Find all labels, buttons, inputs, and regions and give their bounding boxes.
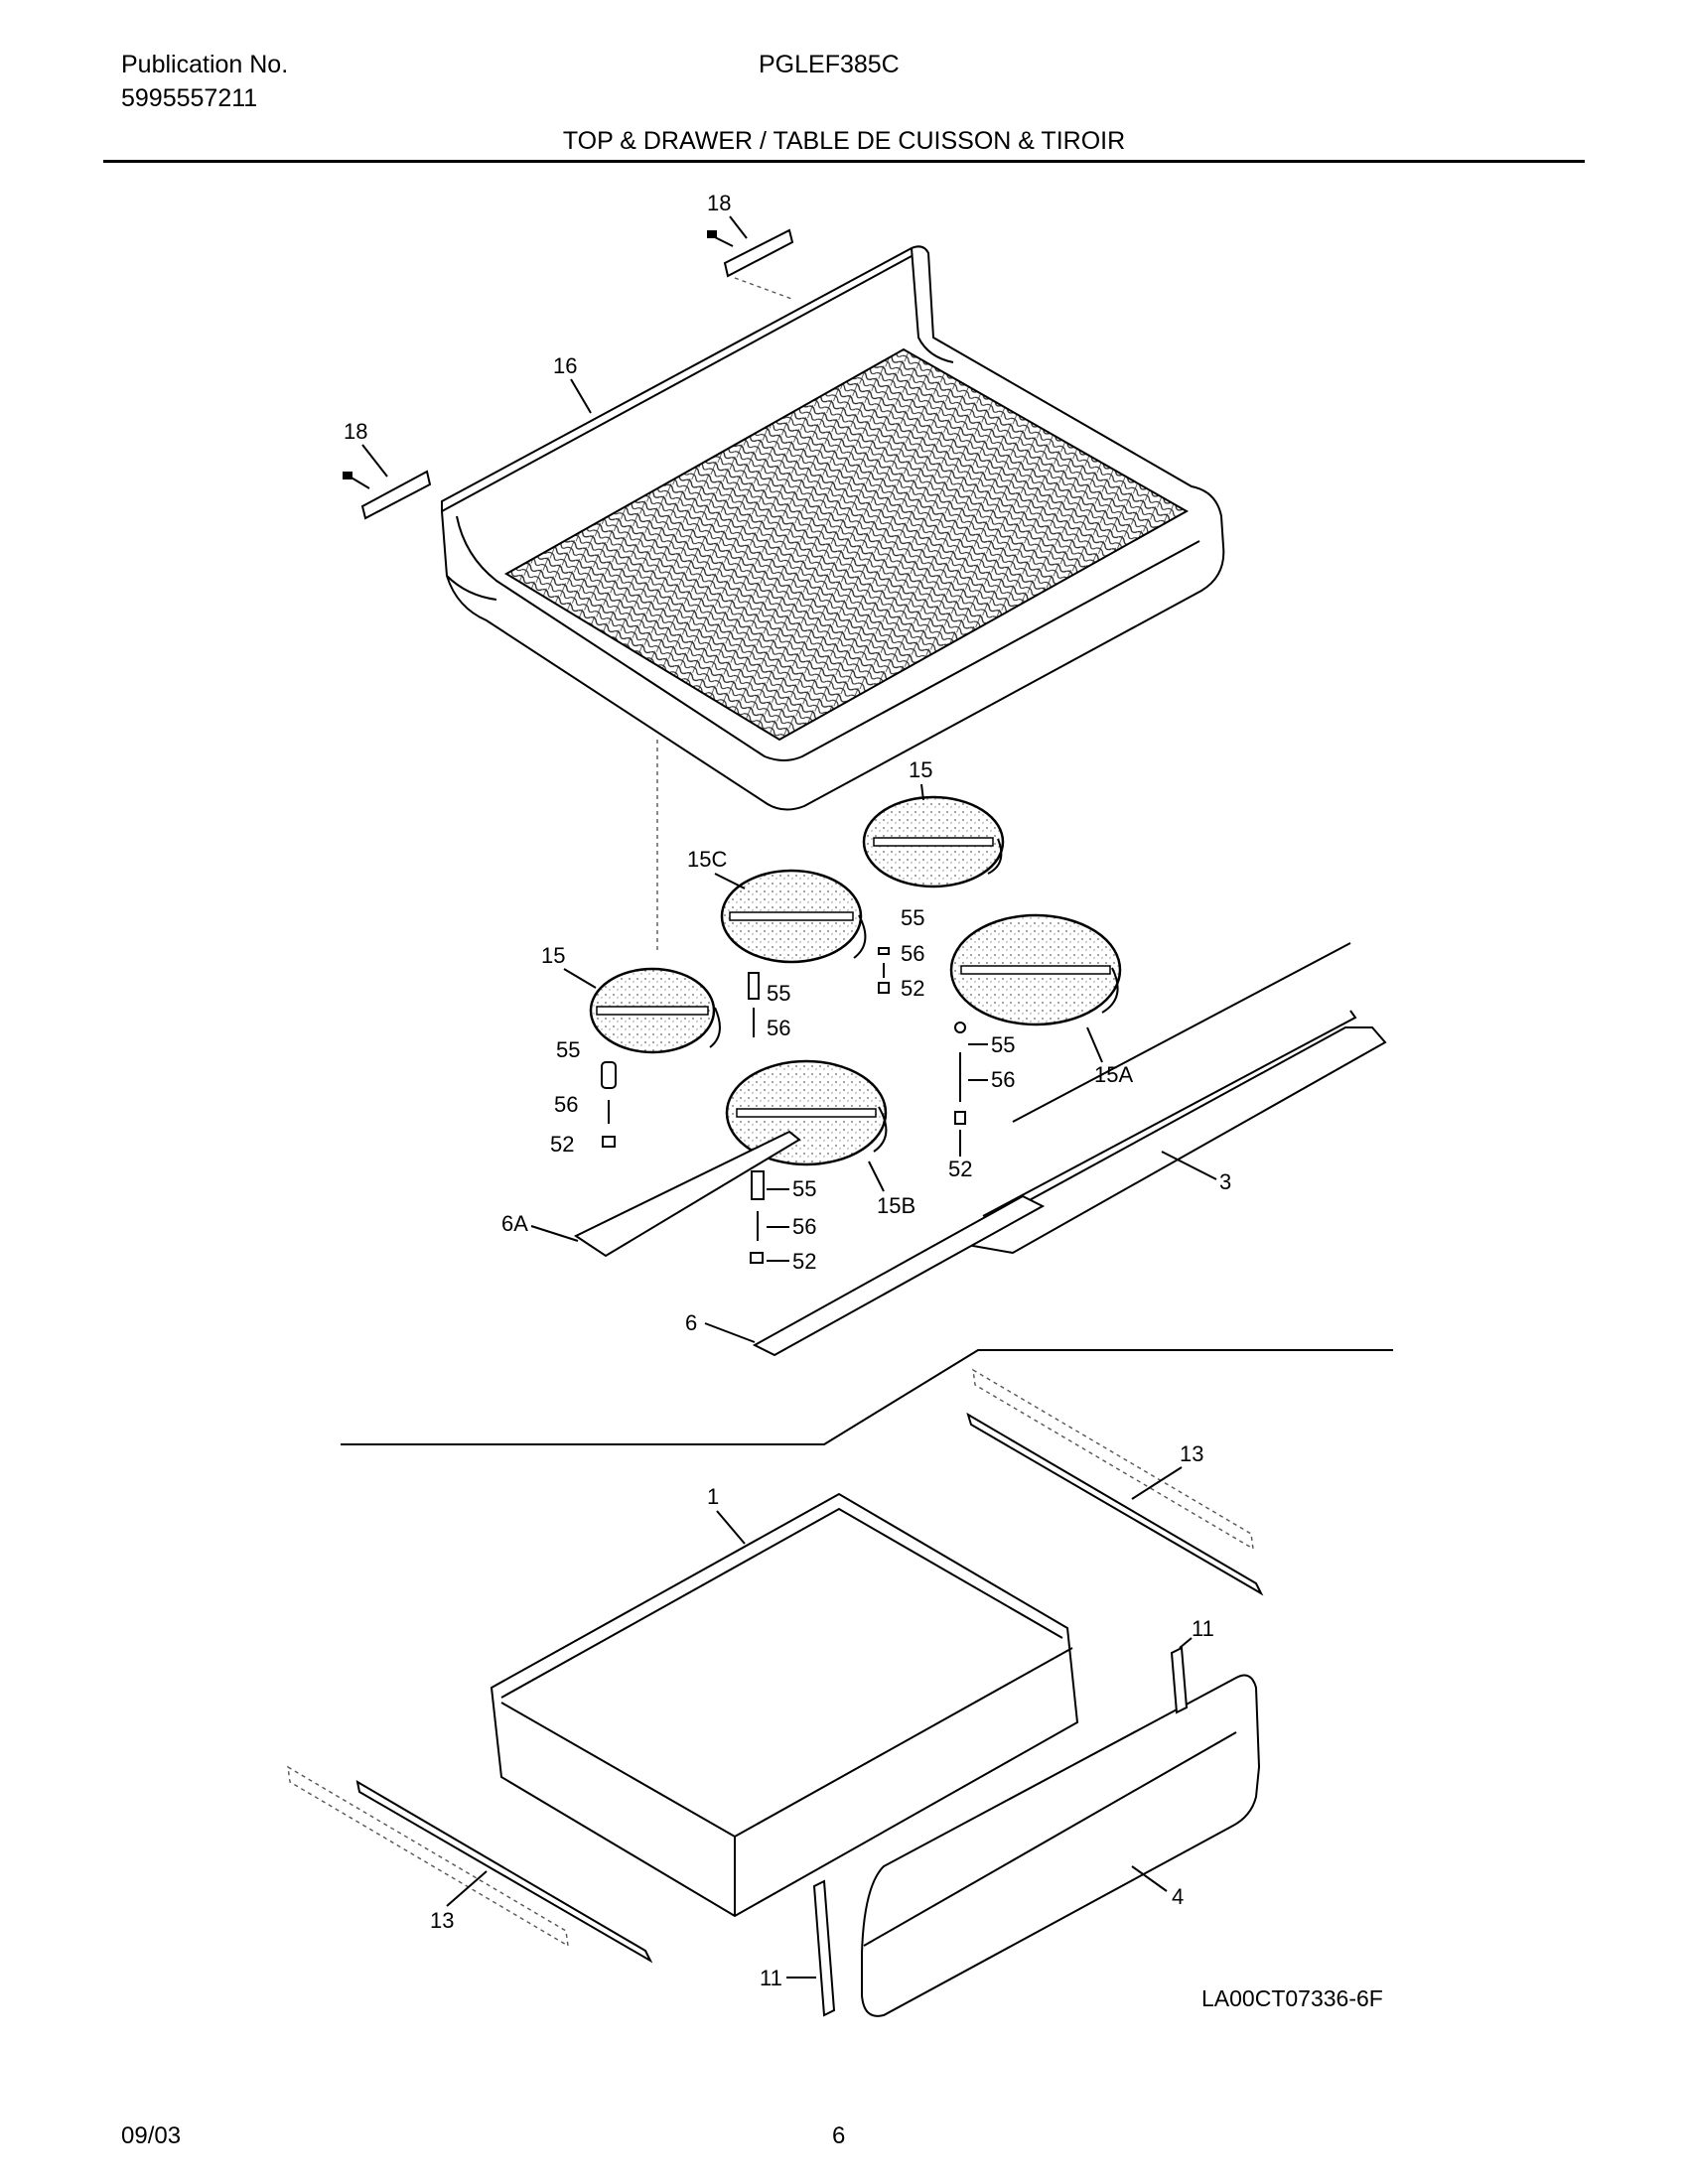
drawer-body (490, 1492, 1079, 1918)
surface-element-15B (725, 1059, 888, 1166)
callout-15-top: 15 (909, 757, 932, 782)
callout-52-d: 52 (948, 1157, 972, 1181)
callout-56-b: 56 (767, 1016, 790, 1040)
callout-13-right: 13 (1180, 1441, 1203, 1466)
callout-56-c: 56 (554, 1092, 578, 1117)
section-separator (341, 1349, 1393, 1445)
drawer-panel-front (861, 1674, 1261, 2017)
callout-55-e: 55 (792, 1176, 816, 1201)
callout-55-d: 55 (991, 1032, 1015, 1057)
callout-6: 6 (685, 1310, 697, 1335)
callout-15C: 15C (687, 847, 727, 872)
model-number: PGLEF385C (759, 51, 900, 78)
callout-11-left: 11 (760, 1966, 782, 1990)
callout-56-e: 56 (792, 1214, 816, 1239)
page-number: 6 (832, 2122, 846, 2149)
callout-55-a: 55 (901, 905, 924, 930)
callout-16: 16 (553, 353, 577, 378)
drawer-brackets (812, 1646, 1189, 2017)
callout-56-a: 56 (901, 941, 924, 966)
publication-number: 5995557211 (121, 84, 258, 112)
surface-element-15C (720, 869, 867, 964)
callout-55-c: 55 (556, 1037, 580, 1062)
fastener-stacks (601, 947, 966, 1264)
section-title: TOP & DRAWER / TABLE DE CUISSON & TIROIR (562, 127, 1126, 155)
callout-labels: 18 16 18 15 15C 55 56 52 15 55 56 55 56 … (344, 191, 1231, 1990)
callout-52-e: 52 (792, 1249, 816, 1274)
drawer-slide-left (287, 1765, 653, 1964)
footer-date: 09/03 (121, 2122, 182, 2149)
callout-1: 1 (707, 1484, 719, 1509)
hinge-bracket-left (343, 470, 432, 520)
diagram-id: LA00CT07336-6F (1201, 1985, 1383, 2011)
callout-13-left: 13 (430, 1908, 454, 1933)
hinge-bracket-top (707, 228, 794, 278)
callout-15-left: 15 (541, 943, 565, 968)
cooktop-assembly (441, 245, 1225, 811)
surface-element-15-front-left (589, 967, 721, 1054)
callout-18-top: 18 (707, 191, 731, 215)
callout-18-left: 18 (344, 419, 367, 444)
header-rule (103, 160, 1585, 163)
callout-52-a: 52 (901, 976, 924, 1001)
element-support-rails (573, 942, 1387, 1357)
callout-4: 4 (1172, 1884, 1184, 1909)
callout-6A: 6A (501, 1211, 528, 1236)
callout-11-right: 11 (1192, 1616, 1214, 1641)
callout-55-b: 55 (767, 981, 790, 1006)
callout-15A: 15A (1094, 1062, 1133, 1087)
publication-label: Publication No. (121, 51, 289, 78)
drawer-slide-right (966, 1368, 1264, 1596)
callout-15B: 15B (877, 1193, 915, 1218)
surface-element-15-back-right (862, 795, 1005, 888)
callout-56-d: 56 (991, 1067, 1015, 1092)
callout-3: 3 (1219, 1169, 1231, 1194)
surface-element-15A (949, 913, 1122, 1026)
callout-52-c: 52 (550, 1132, 574, 1157)
